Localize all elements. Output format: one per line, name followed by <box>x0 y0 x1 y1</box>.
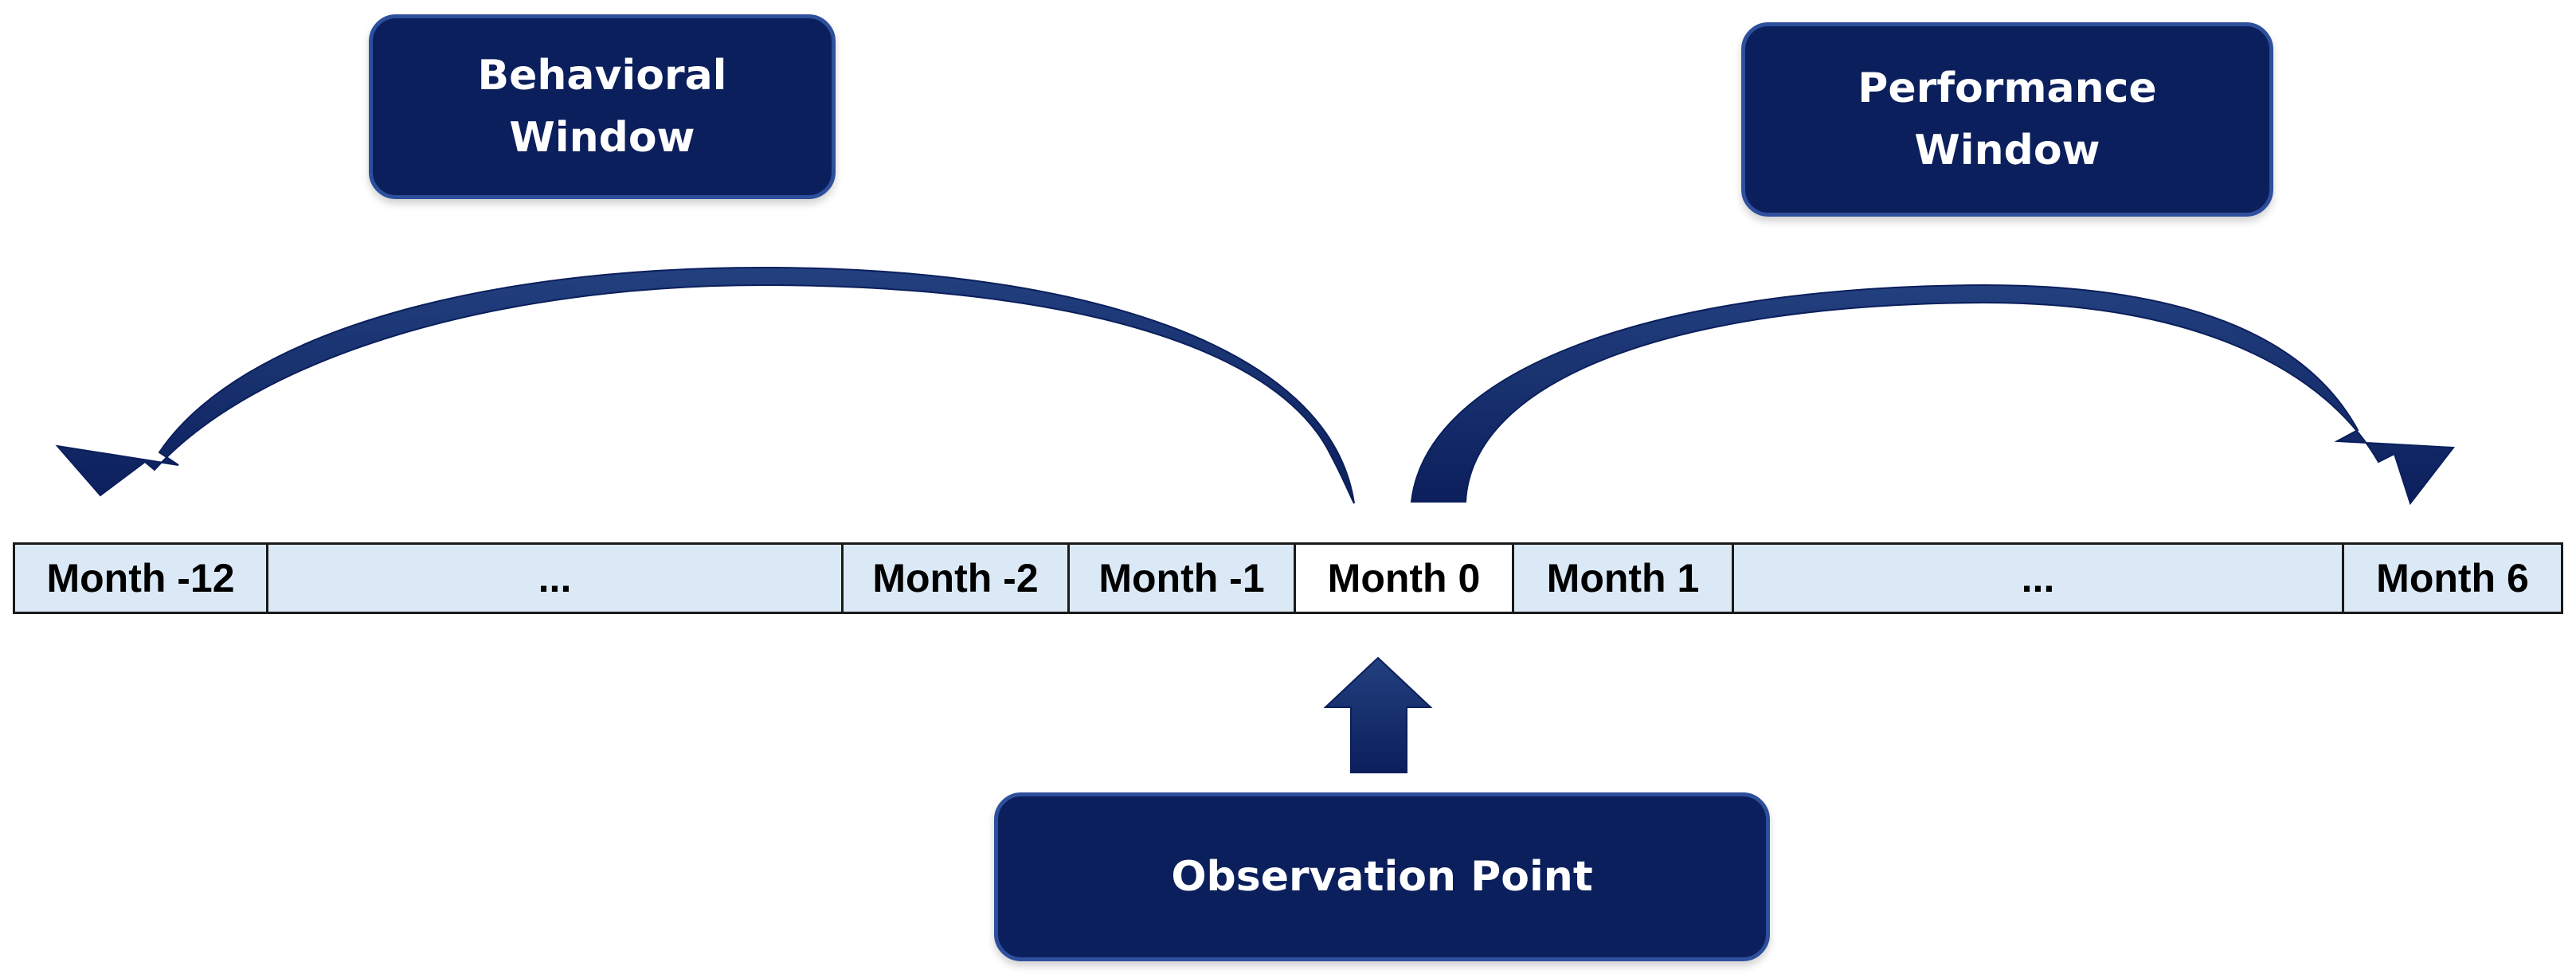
timeline-cell-month-minus-1: Month -1 <box>1070 545 1296 612</box>
behavioral-window-box: Behavioral Window <box>369 14 836 199</box>
performance-window-box: Performance Window <box>1741 22 2273 217</box>
timeline-cell-ellipsis-future: ... <box>1734 545 2344 612</box>
month-timeline: Month -12 ... Month -2 Month -1 Month 0 … <box>13 542 2563 614</box>
performance-arrow-icon <box>1410 284 2455 506</box>
timeline-cell-month-1: Month 1 <box>1514 545 1734 612</box>
timeline-cell-month-minus-2: Month -2 <box>844 545 1070 612</box>
behavioral-arrow-icon <box>55 266 1355 504</box>
observation-up-arrow-icon <box>1323 656 1433 773</box>
observation-point-label: Observation Point <box>1171 853 1593 901</box>
timeline-cell-month-0: Month 0 <box>1296 545 1514 612</box>
timeline-cell-ellipsis-past: ... <box>268 545 844 612</box>
performance-window-label: Performance Window <box>1858 65 2157 174</box>
timeline-cell-month-6: Month 6 <box>2344 545 2561 612</box>
timeline-cell-month-minus-12: Month -12 <box>15 545 268 612</box>
observation-point-box: Observation Point <box>994 792 1770 961</box>
behavioral-window-label: Behavioral Window <box>477 52 727 162</box>
